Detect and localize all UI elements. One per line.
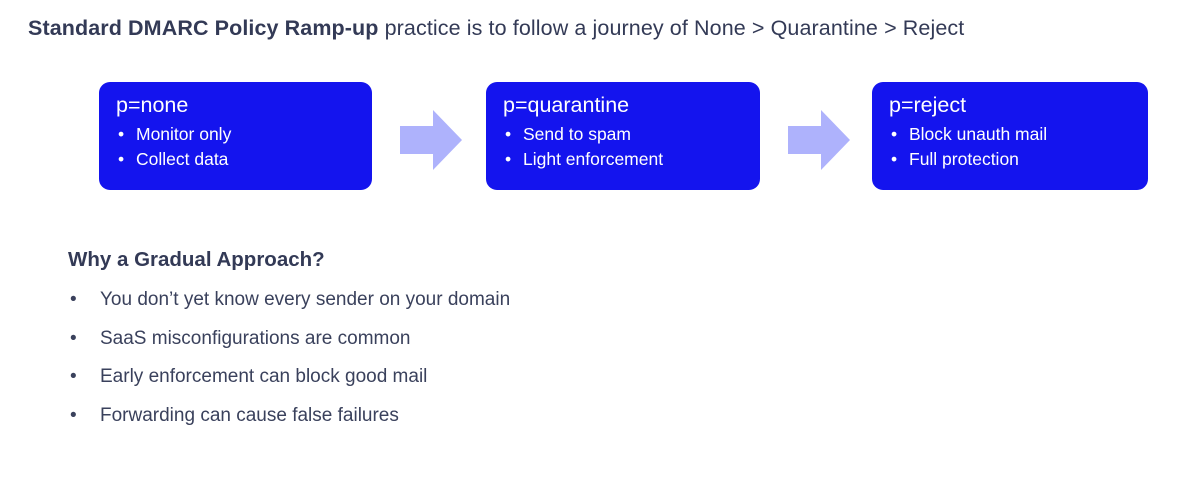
policy-card-none-list: • Monitor only • Collect data — [116, 122, 372, 172]
bullet-icon: • — [505, 124, 512, 144]
page-title-rest: practice is to follow a journey of None … — [378, 16, 965, 40]
list-item: • Monitor only — [116, 122, 372, 147]
policy-card-reject-list: • Block unauth mail • Full protection — [889, 122, 1148, 172]
list-item-label: Monitor only — [136, 124, 232, 144]
list-item-label: You don’t yet know every sender on your … — [100, 289, 511, 310]
policy-card-none-title: p=none — [116, 93, 189, 117]
list-item-label: Send to spam — [523, 124, 631, 144]
list-item-label: Collect data — [136, 149, 229, 169]
bullet-icon: • — [505, 149, 512, 169]
dmarc-policy-ramp-diagram: p=none • Monitor only • Collect data p=q… — [0, 82, 1179, 192]
policy-card-quarantine-title: p=quarantine — [503, 93, 630, 117]
bullet-icon: • — [118, 124, 125, 144]
list-item-label: Early enforcement can block good mail — [100, 366, 428, 387]
bullet-icon: • — [70, 327, 77, 349]
page-title: Standard DMARC Policy Ramp-up practice i… — [28, 14, 1148, 42]
policy-card-reject-title: p=reject — [889, 93, 967, 117]
list-item: • SaaS misconfigurations are common — [68, 325, 868, 364]
section-heading: Why a Gradual Approach? — [68, 248, 325, 271]
bullet-icon: • — [118, 149, 125, 169]
list-item-label: Light enforcement — [523, 149, 664, 169]
list-item: • Light enforcement — [503, 147, 760, 172]
list-item: • Full protection — [889, 147, 1148, 172]
list-item: • Forwarding can cause false failures — [68, 402, 868, 441]
list-item-label: SaaS misconfigurations are common — [100, 327, 411, 349]
policy-card-quarantine-list: • Send to spam • Light enforcement — [503, 122, 760, 172]
right-arrow-icon — [788, 110, 850, 170]
policy-card-none[interactable]: p=none • Monitor only • Collect data — [99, 82, 372, 190]
list-item: • Early enforcement can block good mail — [68, 363, 868, 402]
list-item-label: Block unauth mail — [909, 124, 1048, 144]
bullet-icon: • — [891, 124, 898, 144]
policy-card-reject[interactable]: p=reject • Block unauth mail • Full prot… — [872, 82, 1148, 190]
list-item: • Block unauth mail — [889, 122, 1148, 147]
bullet-icon: • — [70, 289, 77, 310]
list-item: • Collect data — [116, 147, 372, 172]
page-title-strong: Standard DMARC Policy Ramp-up — [28, 16, 379, 40]
why-reasons-list: • You don’t yet know every sender on you… — [68, 286, 868, 440]
policy-card-quarantine[interactable]: p=quarantine • Send to spam • Light enfo… — [486, 82, 760, 190]
why-gradual-approach-section: Why a Gradual Approach? • You don’t yet … — [68, 246, 868, 440]
list-item: • Send to spam — [503, 122, 760, 147]
list-item-label: Full protection — [909, 149, 1019, 169]
bullet-icon: • — [70, 366, 77, 387]
right-arrow-icon — [400, 110, 462, 170]
bullet-icon: • — [70, 404, 77, 426]
list-item: • You don’t yet know every sender on you… — [68, 286, 868, 325]
bullet-icon: • — [891, 149, 898, 169]
list-item-label: Forwarding can cause false failures — [100, 404, 399, 426]
